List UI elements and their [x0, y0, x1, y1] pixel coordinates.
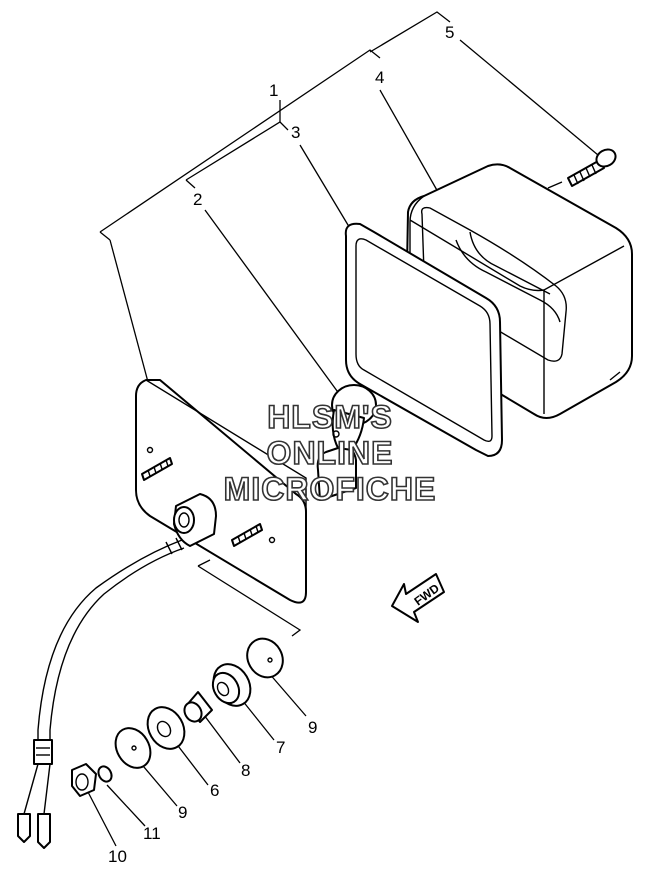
callout-11: 11 — [143, 824, 161, 843]
callout-5: 5 — [445, 23, 454, 42]
grommet-part-6 — [146, 706, 186, 750]
callout-9-upper: 9 — [308, 718, 317, 737]
callout-4: 4 — [375, 68, 384, 87]
nut-part-10 — [71, 763, 97, 797]
callout-1: 1 — [269, 81, 278, 100]
collar-part-8 — [183, 691, 213, 723]
callout-9-lower: 9 — [178, 803, 187, 822]
callout-3: 3 — [291, 123, 300, 142]
screw-part-5 — [567, 148, 617, 187]
watermark-line-3: MICROFICHE — [224, 471, 437, 507]
washer-part-9-lower — [114, 727, 152, 769]
gasket-part-3 — [344, 222, 503, 457]
callout-6: 6 — [210, 781, 219, 800]
leader-lines — [87, 11, 599, 847]
callout-8: 8 — [241, 761, 250, 780]
watermark: HLSM'S ONLINE MICROFICHE — [223, 398, 437, 508]
callout-2: 2 — [193, 190, 202, 209]
housing-plate-part-1 — [135, 379, 307, 604]
watermark-line-1: HLSM'S — [267, 399, 393, 435]
washer-part-9-upper — [246, 637, 284, 679]
fwd-direction-arrow: FWD — [391, 573, 445, 623]
watermark-line-2: ONLINE — [267, 435, 394, 471]
lock-washer-part-11 — [97, 765, 113, 783]
callout-7: 7 — [276, 738, 285, 757]
callout-numbers: 1 2 3 4 5 9 7 8 6 9 11 10 — [108, 23, 454, 866]
wire-harness — [17, 537, 185, 849]
callout-10: 10 — [108, 847, 127, 866]
grommet-part-7 — [211, 663, 252, 707]
bulb-part-2 — [316, 384, 377, 501]
